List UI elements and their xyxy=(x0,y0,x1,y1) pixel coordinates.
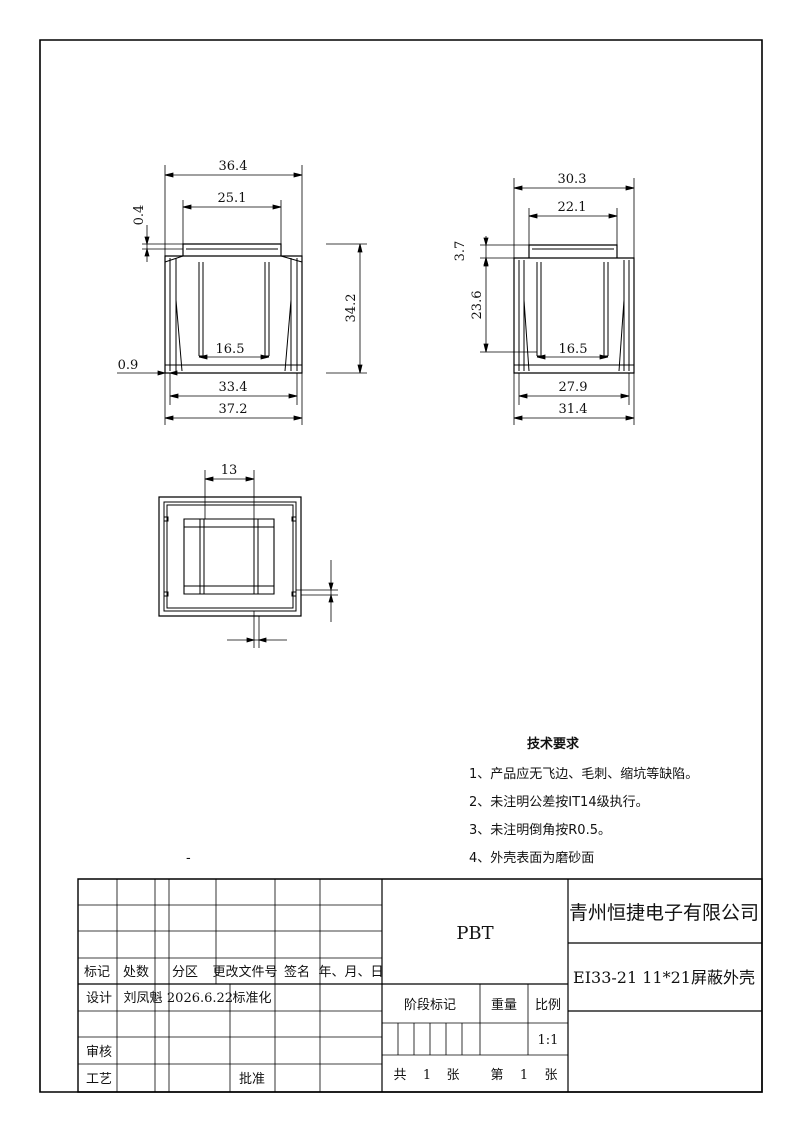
dim-front-height: 34.2 xyxy=(344,294,359,323)
dim-front-inner-bottom: 33.4 xyxy=(219,380,248,395)
dim-front-overall-top: 36.4 xyxy=(219,159,248,174)
tb-header-change-doc: 更改文件号 xyxy=(212,965,277,980)
tb-sheets-total: 1 xyxy=(423,1068,431,1083)
tb-stage-label: 阶段标记 xyxy=(404,998,456,1013)
dim-front-wall: 0.9 xyxy=(118,358,139,373)
tech-requirements-title: 技术要求 xyxy=(527,736,580,752)
dim-side-pin-height: 23.6 xyxy=(470,291,485,320)
tb-sheet-no-unit: 张 xyxy=(544,1068,557,1083)
front-view xyxy=(165,244,302,373)
tb-design-date: 2026.6.22 xyxy=(167,991,233,1006)
tb-approve-label: 批准 xyxy=(239,1072,265,1087)
tech-requirement-1: 1、产品应无飞边、毛刺、缩坑等缺陷。 xyxy=(469,766,698,782)
tb-scale-value: 1:1 xyxy=(538,1033,559,1048)
tb-header-zone: 分区 xyxy=(172,965,198,980)
dim-front-overall-bottom: 37.2 xyxy=(219,402,248,417)
tb-weight-label: 重量 xyxy=(491,997,517,1013)
dim-side-inner-bottom: 27.9 xyxy=(559,380,588,395)
tb-material: PBT xyxy=(456,923,493,944)
tb-standardize-label: 标准化 xyxy=(232,991,271,1006)
sheet-border xyxy=(40,40,762,1092)
dim-side-inner-top: 22.1 xyxy=(558,200,587,215)
tb-company: 青州恒捷电子有限公司 xyxy=(569,902,759,924)
tb-sheet-no: 1 xyxy=(520,1068,528,1083)
side-view-dimensions xyxy=(480,178,634,425)
tech-requirement-4: 4、外壳表面为磨砂面 xyxy=(469,851,594,866)
tb-header-date: 年、月、日 xyxy=(318,965,383,980)
tb-design-label: 设计 xyxy=(86,991,112,1006)
tb-sheets-total-label: 共 xyxy=(393,1068,406,1083)
tb-designer: 刘凤魁 xyxy=(123,990,162,1006)
top-view-window xyxy=(184,519,274,594)
stray-mark: - xyxy=(186,851,191,866)
dim-side-step: 3.7 xyxy=(453,241,468,262)
tech-requirement-3: 3、未注明倒角按R0.5。 xyxy=(469,823,611,838)
dim-front-lid-thickness: 0.4 xyxy=(132,205,147,226)
tech-requirement-2: 2、未注明公差按IT14级执行。 xyxy=(469,795,649,810)
side-view xyxy=(514,245,634,373)
dim-top-window-width: 13 xyxy=(221,463,238,478)
tb-process-label: 工艺 xyxy=(86,1072,112,1087)
top-view-outer xyxy=(159,497,301,616)
dim-side-overall-bottom: 31.4 xyxy=(559,402,588,417)
dim-front-inner-top: 25.1 xyxy=(218,191,247,206)
dim-side-pin-spacing: 16.5 xyxy=(559,342,588,357)
tb-sheets-unit: 张 xyxy=(446,1068,459,1083)
top-view xyxy=(159,497,301,616)
tb-header-count: 处数 xyxy=(123,965,149,980)
dim-side-overall-top: 30.3 xyxy=(558,172,587,187)
tb-scale-label: 比例 xyxy=(535,998,561,1013)
dim-front-pin-spacing: 16.5 xyxy=(216,342,245,357)
tb-part-name: EI33-21 11*21屏蔽外壳 xyxy=(573,968,755,987)
tb-header-signature: 签名 xyxy=(284,964,310,980)
front-view-cap xyxy=(183,244,281,256)
title-block xyxy=(78,879,762,1092)
tb-sheet-no-label: 第 xyxy=(490,1068,503,1083)
front-view-dimensions xyxy=(117,165,367,425)
tb-review-label: 审核 xyxy=(86,1045,112,1060)
top-view-dimensions xyxy=(205,470,338,648)
tb-header-mark: 标记 xyxy=(84,965,110,980)
side-view-cap xyxy=(529,245,617,258)
